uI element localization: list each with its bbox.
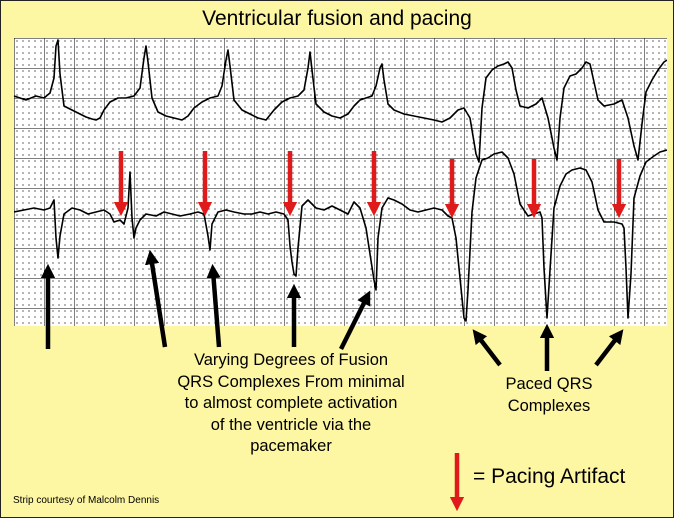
legend-label: = Pacing Artifact (473, 465, 626, 488)
page-title: Ventricular fusion and pacing (202, 7, 472, 30)
paced-caption: Paced QRS Complexes (479, 374, 619, 417)
fusion-qrs-arrow (338, 290, 371, 351)
caption-line: Paced QRS (505, 375, 593, 393)
caption-line: pacemaker (250, 437, 332, 455)
ecg-trace-bottom (14, 149, 667, 322)
ecg-trace-top (14, 39, 667, 163)
caption-line: to almost complete activation (184, 394, 398, 412)
caption-line: of the ventricle via the (210, 415, 372, 434)
caption-line: Complexes (507, 396, 591, 415)
caption-line: Varying Degrees of Fusion (193, 351, 389, 369)
paced-qrs-arrow (472, 329, 502, 367)
paced-qrs-arrow (594, 329, 624, 367)
ecg-traces (14, 39, 667, 322)
fusion-qrs-arrow (144, 249, 168, 348)
fusion-caption: Varying Degrees of Fusion QRS Complexes … (151, 350, 431, 458)
fusion-qrs-arrow (206, 263, 222, 348)
credit-text: Strip courtesy of Malcolm Dennis (13, 495, 160, 506)
caption-line: QRS Complexes From minimal (177, 372, 405, 391)
